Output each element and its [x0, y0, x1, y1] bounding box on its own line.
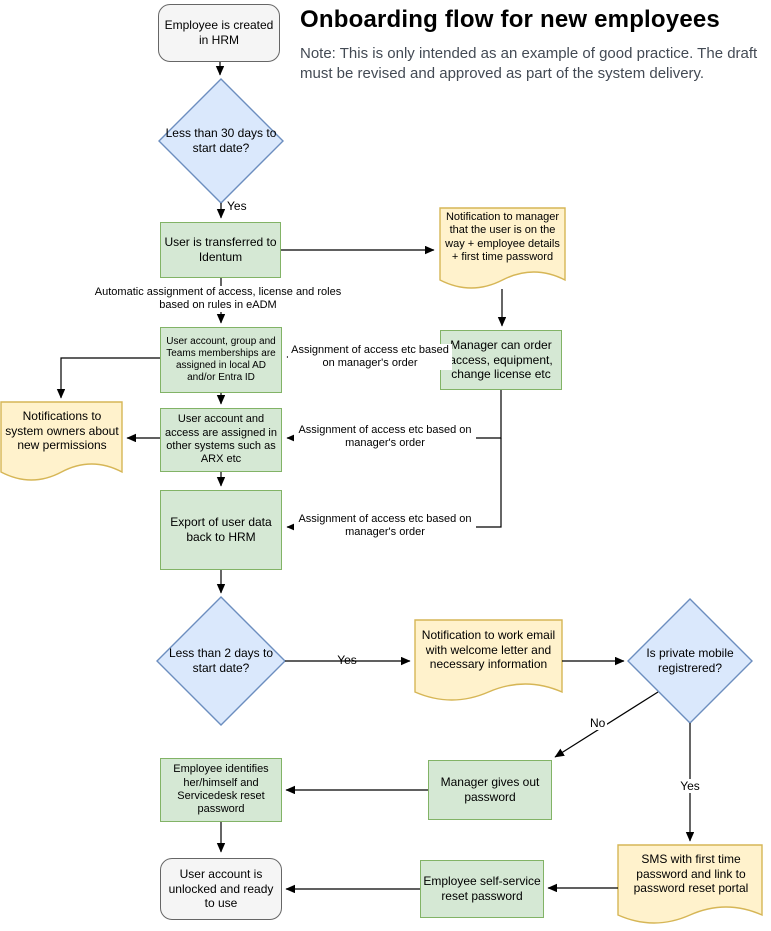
- edge-label-yes-30days: Yes: [227, 199, 247, 213]
- node-arx: User account and access are assigned in …: [160, 408, 282, 472]
- edge-label-assign-order-3: Assignment of access etc based on manage…: [294, 513, 476, 540]
- node-export-hrm: Export of user data back to HRM: [160, 490, 282, 570]
- edge-ad-to-sysowners: [56, 357, 160, 399]
- note-manager-shape: [439, 207, 566, 289]
- node-manager-order: Manager can order access, equipment, cha…: [440, 330, 562, 390]
- edge-label-no-mobile: No: [588, 716, 608, 731]
- node-sys-owners: Notifications to system owners about new…: [5, 409, 119, 453]
- node-decision-2days: Less than 2 days to start date?: [168, 646, 274, 675]
- edge-label-yes-2days: Yes: [337, 653, 357, 667]
- note-sysowners-shape: [0, 401, 123, 481]
- decision-2days-shape: [156, 596, 286, 726]
- edge-label-yes-mobile: Yes: [678, 779, 702, 794]
- edge-label-assign-order-1: Assignment of access etc based on manage…: [288, 344, 452, 371]
- note-email-shape: [414, 619, 563, 701]
- node-decision-30days: Less than 30 days to start date?: [165, 126, 277, 155]
- node-note-manager: Notification to manager that the user is…: [445, 211, 560, 264]
- node-note-email: Notification to work email with welcome …: [421, 628, 556, 672]
- note-sms-shape: [617, 844, 763, 924]
- note-text: Note: This is only intended as an exampl…: [300, 45, 758, 82]
- edge-label-auto-assign: Automatic assignment of access, license …: [82, 286, 354, 313]
- node-start: Employee is created in HRM: [158, 4, 280, 62]
- node-identify: Employee identifies her/himself and Serv…: [160, 758, 282, 822]
- node-note-sms: SMS with first time password and link to…: [633, 852, 749, 896]
- edge-label-assign-order-2: Assignment of access etc based on manage…: [294, 424, 476, 451]
- node-decision-mobile: Is private mobile registrered?: [646, 646, 734, 675]
- node-self-service: Employee self-service reset password: [420, 860, 544, 918]
- node-mgr-password: Manager gives out password: [428, 760, 552, 820]
- node-ad: User account, group and Teams membership…: [160, 327, 282, 393]
- page-title: Onboarding flow for new employees: [300, 6, 720, 33]
- node-identum: User is transferred to Identum: [160, 222, 281, 278]
- node-end: User account is unlocked and ready to us…: [160, 858, 282, 920]
